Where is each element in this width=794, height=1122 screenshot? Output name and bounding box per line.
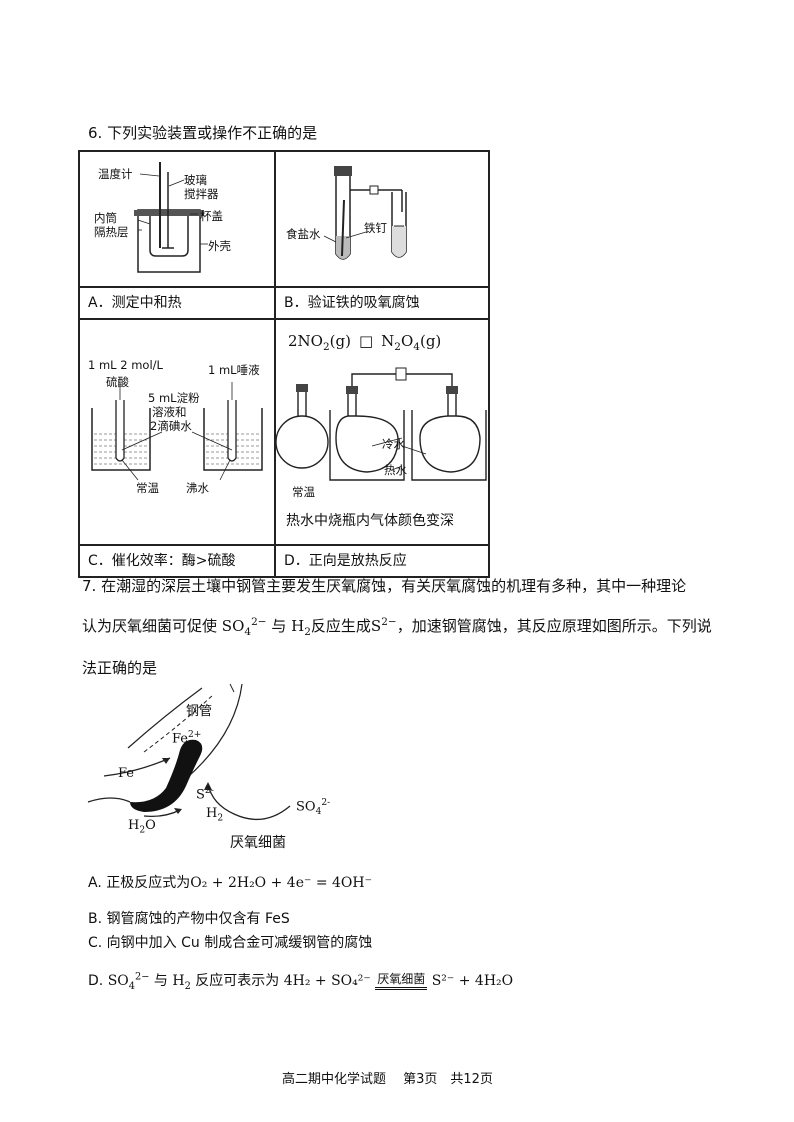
eq-g2: (g) [419,332,442,350]
label-fe: Fe [118,766,135,781]
cell-d-figure: 2NO2(g)□N2O4(g) [274,318,490,546]
option-d-mid2: 反应可表示为 [195,973,280,989]
eq-g1: (g) [329,332,351,350]
cell-d-caption: D．正向是放热反应 [274,544,490,578]
s2-text: S [196,787,205,803]
q7-line2b: 与 [271,617,287,635]
label-room-temp-d: 常温 [292,485,315,499]
option-d-left: 4H₂ + SO₄²⁻ [283,973,371,989]
label-hot-water: 热水 [384,463,407,477]
label-so4: SO42- [296,798,331,817]
caption-d: D．正向是放热反应 [284,553,407,569]
q7-stem: 7. 在潮湿的深层土壤中钢管主要发生厌氧腐蚀，有关厌氧腐蚀的机理有多种，其中一种… [82,568,732,686]
anaerobic-corrosion-figure [87,683,291,821]
label-salt-water: 食盐水 [286,227,321,241]
reaction-condition: 厌氧细菌 [375,970,428,992]
cell-c-caption: C．催化效率：酶>硫酸 [78,544,276,578]
option-d-right: S²⁻ + 4H₂O [431,973,514,989]
label-cold-water: 冷水 [382,437,405,451]
h2o-text: H [128,818,140,833]
q7-line1: 7. 在潮湿的深层土壤中钢管主要发生厌氧腐蚀，有关厌氧腐蚀的机理有多种，其中一种… [82,577,687,595]
q7-line3: 法正确的是 [82,659,158,677]
no2-equilibrium-figure [275,367,487,481]
label-room-temp: 常温 [136,481,159,495]
label-insulation: 隔热层 [94,225,129,239]
catalysis-figure [91,382,263,481]
q7-line2d: ，加速钢管腐蚀，其反应原理如图所示。下列说 [396,617,712,635]
iron-corrosion-figure [323,166,407,260]
calorimeter-figure [134,162,208,273]
q7-option-a[interactable]: A. 正极反应式为O₂ + 2H₂O + 4e⁻ = 4OH⁻ [88,872,372,892]
label-boiling: 沸水 [186,481,209,495]
q7-line2: 认为厌氧细菌可促使 SO42− 与 H2反应生成S2−，加速钢管腐蚀，其反应原理… [82,616,712,638]
condition-text: 厌氧细菌 [375,972,428,988]
label-fe2: Fe2+ [172,730,202,747]
option-d-mid: 与 [153,973,168,989]
cell-b-caption: B．验证铁的吸氧腐蚀 [274,286,490,320]
caption-c: C．催化效率：酶>硫酸 [88,553,236,569]
cell-b-figure: 食盐水 铁钉 [274,150,490,288]
label-starch1: 5 mL淀粉 [148,391,200,405]
eq-no2: 2NO [288,332,323,350]
caption-a: A．测定中和热 [88,295,182,311]
fe2-text: Fe [172,731,189,747]
q7-line2a: 认为厌氧细菌可促使 [82,617,218,635]
so4-text: SO [296,799,316,815]
cell-a-figure: 温度计 玻璃 搅拌器 内筒 杯盖 隔热层 外壳 [78,150,276,288]
q7-option-c[interactable]: C. 向钢中加入 Cu 制成合金可减缓钢管的腐蚀 [88,935,373,951]
label-inner-cup: 内筒 [94,211,117,225]
q7-option-d[interactable]: D. SO42− 与 H2 反应可表示为 4H₂ + SO₄²⁻ 厌氧细菌 S²… [88,970,514,992]
q6-title: 6. 下列实验装置或操作不正确的是 [88,124,318,142]
label-acid-amount: 1 mL 2 mol/L [88,358,163,372]
eq-box: □ [358,332,374,350]
q6-options-table: 温度计 玻璃 搅拌器 内筒 杯盖 隔热层 外壳 [78,150,490,578]
option-d-prefix: D. [88,973,104,989]
label-steel-pipe: 钢管 [186,704,213,719]
label-stirrer: 搅拌器 [184,187,219,201]
q7-line2c: 反应生成 [310,617,371,635]
no2-equation: 2NO2(g)□N2O4(g) [288,332,442,353]
label-s2: S2- [196,786,214,803]
cell-c-figure: 1 mL 2 mol/L 硫酸 5 mL淀粉 溶液和 2滴碘水 1 mL唾液 常… [78,318,276,546]
label-h2o: H2O [128,818,156,836]
option-a-formula: O₂ + 2H₂O + 4e⁻ = 4OH⁻ [190,875,372,891]
label-starch3: 2滴碘水 [150,419,192,433]
label-lid: 杯盖 [200,209,223,223]
cell-a-caption: A．测定中和热 [78,286,276,320]
label-nail: 铁钉 [364,221,387,235]
label-thermometer: 温度计 [98,167,133,181]
label-shell: 外壳 [208,239,231,253]
h2-text: H [206,806,218,821]
caption-b: B．验证铁的吸氧腐蚀 [284,295,420,311]
label-h2: H2 [206,806,224,824]
eq-n2o4: N [381,332,395,350]
option-a-prefix: A. 正极反应式为 [88,875,191,891]
label-glass: 玻璃 [184,173,207,187]
page-footer: 高二期中化学试题 第3页 共12页 [282,1072,493,1087]
q7-option-b[interactable]: B. 钢管腐蚀的产物中仅含有 FeS [88,911,290,927]
label-saliva: 1 mL唾液 [208,363,260,377]
label-acid: 硫酸 [106,375,129,389]
label-starch2: 溶液和 [152,405,187,419]
cell-d-note: 热水中烧瓶内气体颜色变深 [286,513,454,529]
label-bacteria: 厌氧细菌 [230,835,286,851]
